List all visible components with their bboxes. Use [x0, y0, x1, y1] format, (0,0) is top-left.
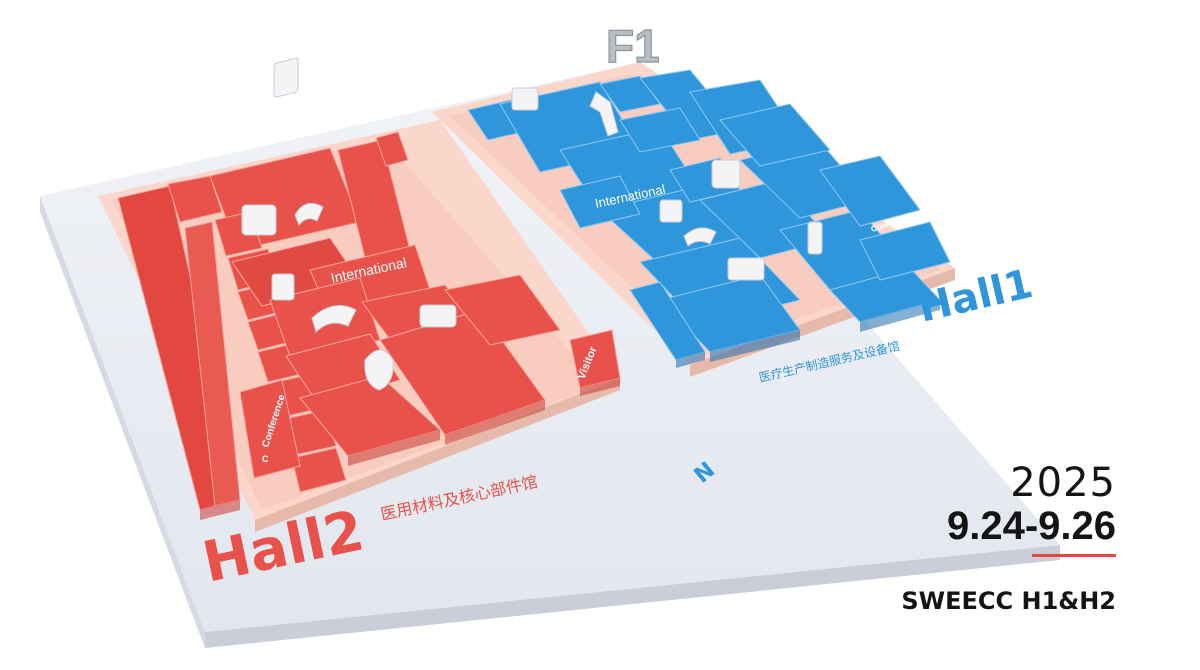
flow-icon — [683, 227, 717, 247]
document-stack-icon — [273, 57, 299, 98]
hall2-booths — [117, 131, 621, 511]
event-venue: SWEECC H1&H2 — [901, 587, 1116, 615]
part-icon — [659, 199, 683, 223]
hall1-booths — [467, 69, 951, 361]
pipe-icon — [294, 202, 324, 226]
panel-icon — [727, 257, 765, 281]
hall2-booth-shading — [200, 378, 620, 520]
device-icon — [271, 273, 295, 301]
wave-icon — [311, 305, 357, 333]
hall1-booth-shading — [676, 300, 940, 368]
column-icon — [807, 221, 823, 255]
event-year: 2025 — [1010, 460, 1116, 506]
date-underline — [1032, 554, 1116, 557]
robot-arm-icon — [589, 91, 619, 137]
event-dates: 9.24-9.26 — [946, 504, 1116, 548]
press-icon — [711, 159, 741, 189]
flame-icon — [364, 349, 394, 391]
hall2-conference-letter: C — [262, 454, 269, 464]
floor-label: F1 — [605, 19, 660, 72]
floor-label-text: F1 — [606, 20, 660, 72]
chip-icon — [241, 204, 277, 236]
exhibit-icons — [241, 57, 823, 391]
capsule-icon — [419, 304, 457, 328]
machine-icon — [511, 87, 539, 111]
event-info: 2025 9.24-9.26 SWEECC H1&H2 — [796, 462, 1116, 615]
